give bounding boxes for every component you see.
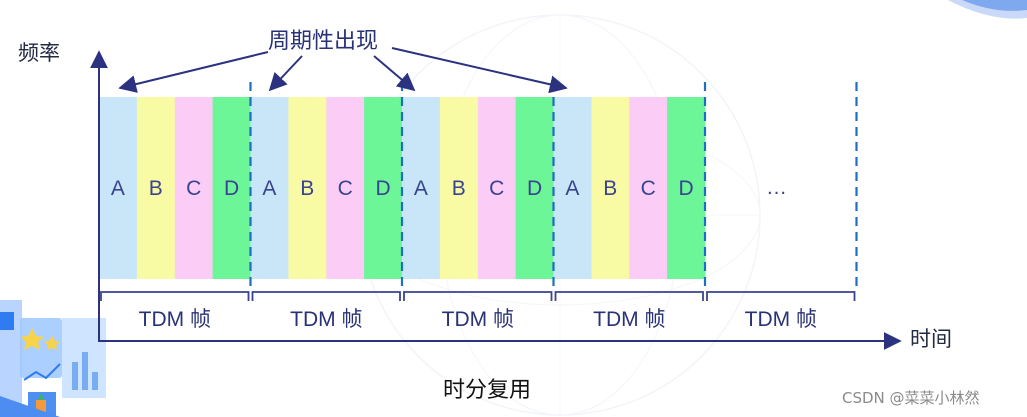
time-slot-d bbox=[515, 97, 554, 279]
time-slot-c bbox=[629, 97, 668, 279]
tdm-frame-label: TDM 帧 bbox=[139, 308, 211, 331]
time-slot-label: D bbox=[527, 177, 542, 200]
callout-arrow-frame-4 bbox=[391, 47, 568, 94]
frame-bracket bbox=[251, 291, 401, 301]
time-slot-label: A bbox=[111, 177, 125, 200]
csdn-watermark: CSDN @菜菜小林然 bbox=[842, 389, 980, 407]
callout-arrows: 周期性出现 bbox=[118, 29, 568, 94]
time-slot-c bbox=[326, 97, 365, 279]
y-axis-label: 频率 bbox=[18, 41, 60, 65]
time-slot-label: A bbox=[414, 177, 428, 200]
time-slot-label: C bbox=[641, 177, 656, 200]
frame-bracket bbox=[100, 291, 250, 301]
time-slot-b bbox=[136, 97, 176, 279]
tdm-frame: TDM 帧 bbox=[706, 291, 856, 331]
continuation-ellipsis: … bbox=[766, 176, 787, 199]
time-slot-b bbox=[288, 97, 327, 279]
time-slot-a bbox=[553, 97, 592, 279]
callout-label: 周期性出现 bbox=[268, 29, 378, 54]
star-icon bbox=[44, 336, 60, 350]
time-slot-label: B bbox=[603, 177, 617, 200]
time-slot-c bbox=[477, 97, 517, 279]
star-icon bbox=[20, 328, 44, 350]
corner-swoosh-decoration bbox=[948, 0, 1027, 19]
time-slot-d bbox=[667, 97, 706, 279]
diagram-caption: 时分复用 bbox=[443, 378, 531, 403]
time-slot-label: C bbox=[186, 177, 201, 200]
time-slot-a bbox=[402, 97, 441, 279]
time-slot-label: A bbox=[262, 177, 276, 200]
time-slot-label: D bbox=[224, 177, 239, 200]
frame-bracket bbox=[403, 291, 553, 301]
time-slot-c bbox=[174, 97, 214, 279]
tdm-frame-label: TDM 帧 bbox=[442, 308, 514, 331]
time-slot-label: B bbox=[149, 177, 163, 200]
time-slot-label: C bbox=[338, 177, 353, 200]
callout-arrow-frame-1 bbox=[118, 51, 269, 93]
callout-arrow-frame-3 bbox=[373, 55, 416, 92]
time-slot-d bbox=[364, 97, 403, 279]
axes: 频率 时间 bbox=[18, 41, 952, 351]
time-slot-label: B bbox=[300, 177, 314, 200]
time-slot-label: B bbox=[452, 177, 466, 200]
time-slot-label: C bbox=[489, 177, 504, 200]
dashboard-illustration bbox=[0, 300, 106, 417]
time-slot-label: D bbox=[679, 177, 694, 200]
time-slot-b bbox=[591, 97, 630, 279]
frame-bracket bbox=[706, 291, 856, 301]
tdm-frame-label: TDM 帧 bbox=[290, 308, 362, 331]
time-slot-a bbox=[250, 97, 289, 279]
time-slot-a bbox=[99, 97, 138, 279]
callout-arrow-frame-2 bbox=[268, 55, 303, 92]
x-axis-label: 时间 bbox=[910, 327, 952, 351]
time-slot-label: A bbox=[565, 177, 579, 200]
tdm-frame-label: TDM 帧 bbox=[745, 308, 817, 331]
frame-bracket bbox=[554, 291, 704, 301]
tdm-frame-label: TDM 帧 bbox=[593, 308, 665, 331]
time-slot-b bbox=[439, 97, 479, 279]
time-slot-label: D bbox=[376, 177, 391, 200]
time-slot-d bbox=[212, 97, 251, 279]
